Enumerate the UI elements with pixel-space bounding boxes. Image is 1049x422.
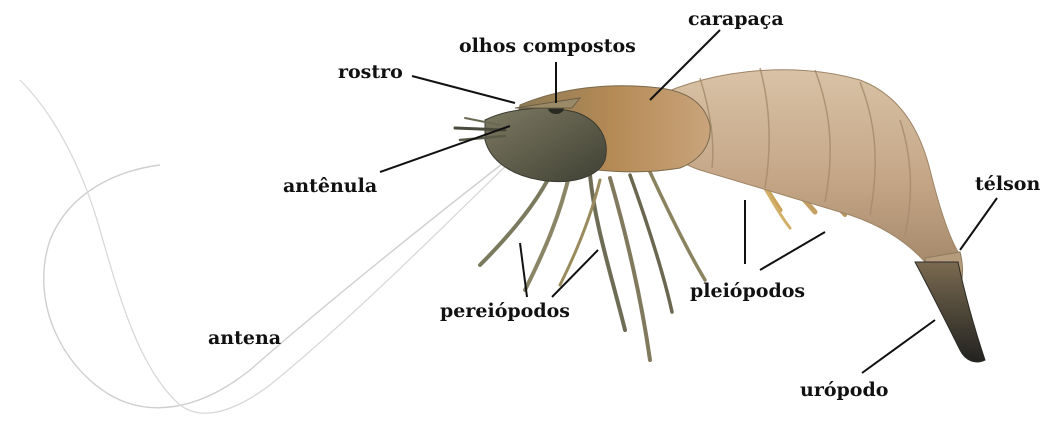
antenna-whip-2: [20, 80, 520, 413]
label-carapaca: carapaça: [688, 10, 784, 29]
label-pereiopodos: pereiópodos: [440, 302, 570, 321]
label-rostro: rostro: [338, 63, 403, 82]
label-antenula: antênula: [283, 177, 377, 196]
label-uropodo: urópodo: [800, 381, 888, 400]
leader-pleiopodos-2: [760, 232, 825, 270]
label-telson: télson: [975, 175, 1040, 194]
pereiopods-legs: [480, 165, 705, 360]
shrimp-uropod: [915, 262, 985, 362]
leader-uropodo: [862, 320, 935, 373]
label-antena: antena: [208, 329, 281, 348]
leader-telson: [960, 198, 997, 250]
antenna-whip-1: [44, 150, 520, 408]
leader-rostro: [412, 76, 515, 103]
leader-pereiopodos-2: [552, 250, 598, 297]
label-olhos-compostos: olhos compostos: [459, 37, 636, 56]
label-pleiopodos: pleiópodos: [690, 282, 805, 301]
shrimp-head: [485, 108, 606, 181]
